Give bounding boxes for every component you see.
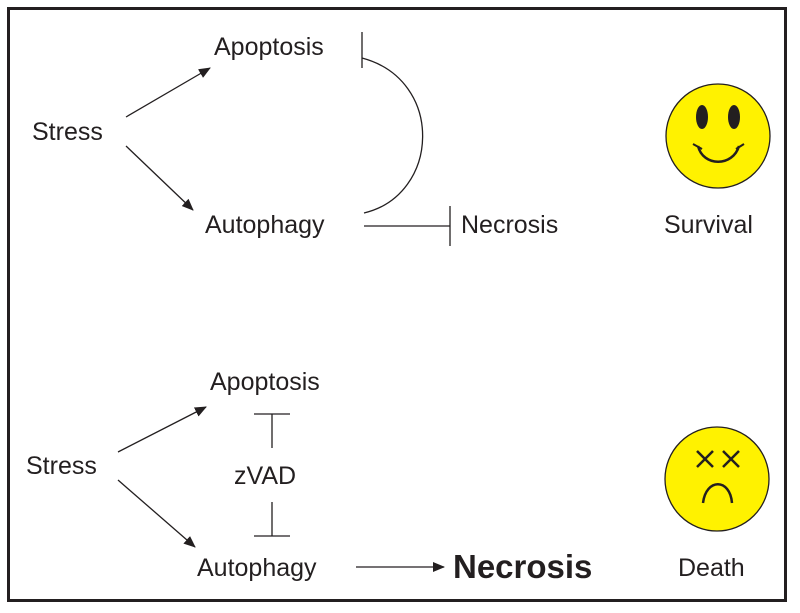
apoptosis-label-bottom: Apoptosis: [210, 368, 320, 396]
necrosis-label-top: Necrosis: [461, 211, 559, 239]
autophagy-label-top: Autophagy: [205, 211, 325, 239]
dead-face-icon: [664, 426, 770, 532]
stress-label-top: Stress: [32, 118, 103, 146]
autophagy-label-bottom: Autophagy: [197, 554, 317, 582]
curve-autophagy-inhibits-apoptosis: [361, 57, 424, 214]
arrow-stress-to-apoptosis-top: [125, 67, 211, 118]
necrosis-label-bottom: Necrosis: [453, 548, 593, 585]
diagram-frame: [7, 7, 787, 602]
zvad-label: zVAD: [234, 462, 297, 490]
arrow-stress-to-apoptosis-bottom: [117, 406, 207, 453]
stress-label-bottom: Stress: [26, 452, 97, 480]
arrow-stress-to-autophagy-bottom: [117, 479, 196, 548]
survival-label: Survival: [664, 211, 753, 239]
death-label: Death: [678, 554, 745, 582]
apoptosis-label-top: Apoptosis: [214, 33, 324, 61]
arrow-stress-to-autophagy-top: [125, 145, 194, 211]
smiley-face-icon: [665, 83, 771, 189]
